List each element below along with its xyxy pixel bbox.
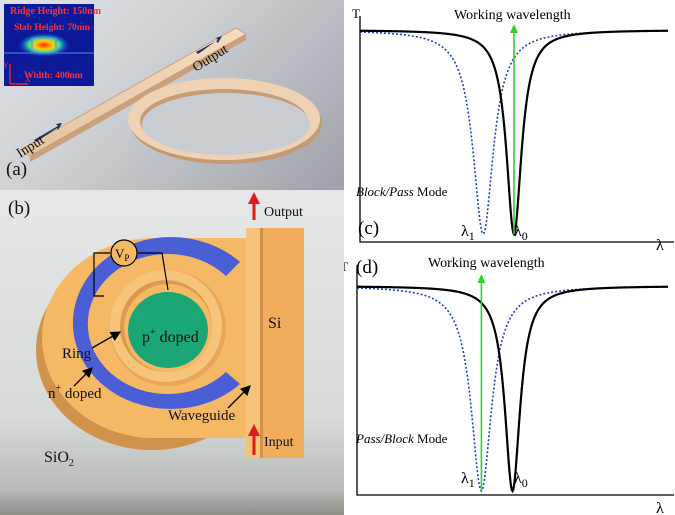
voltage-source: VP xyxy=(93,239,169,297)
bus-waveguide-ridge xyxy=(246,228,262,458)
chart-c-mode-label: Block/Pass Mode xyxy=(356,184,448,199)
inset-slab-height: Slab Height: 70nm xyxy=(14,23,90,33)
chart-d-title: Working wavelength xyxy=(428,256,545,271)
panel-a: Ridge Height: 150nm Slab Height: 70nm Wi… xyxy=(0,0,344,190)
inset-width: Width: 400nm xyxy=(24,71,83,81)
output-direction-arrow xyxy=(196,36,222,54)
chart-d-lambda1-label: λ1 xyxy=(461,470,475,490)
chart-d-panel-label: (d) xyxy=(356,257,378,278)
panel-b-label: (b) xyxy=(8,198,30,219)
chart-c-lambda1-label: λ1 xyxy=(461,223,475,243)
output-label: Output xyxy=(264,205,303,220)
chart-c-y-axis-label: T xyxy=(352,6,360,21)
inset-ridge-height: Ridge Height: 150nm xyxy=(10,6,102,17)
panel-b: VP (b) Output Input Si p+ doped Ring n+ … xyxy=(0,190,344,515)
ring-resonator xyxy=(128,78,322,164)
ring-label: Ring xyxy=(62,346,92,362)
transmission-chart-c: T λ Working wavelength Block/Pass Mode (… xyxy=(352,6,674,254)
chart-c-title: Working wavelength xyxy=(454,8,571,23)
si-label: Si xyxy=(268,315,282,332)
input-direction-arrow xyxy=(34,123,62,142)
chart-d-plot xyxy=(356,265,674,496)
inset-axis-y: Y xyxy=(3,61,9,70)
vp-label: VP xyxy=(115,246,129,263)
n-doped-label: n+ doped xyxy=(48,383,102,402)
bus-waveguide xyxy=(19,27,247,162)
series-original-resonance xyxy=(357,285,668,494)
p-doped-region xyxy=(128,292,208,368)
chart-d-x-axis-label: λ xyxy=(656,500,664,515)
n-doped-region xyxy=(72,237,240,409)
waveguide-label: Waveguide xyxy=(168,408,235,424)
inset-axis-x: X xyxy=(25,75,31,84)
transmission-chart-d: T λ Working wavelength Pass/Block Mode (… xyxy=(344,256,674,515)
chart-c-x-axis-label: λ xyxy=(656,237,664,254)
chart-d-mode-label: Pass/Block Mode xyxy=(355,431,448,446)
chart-c-panel-label: (c) xyxy=(358,218,379,239)
series-shifted-resonance xyxy=(356,286,668,493)
panel-a-illustration: Ridge Height: 150nm Slab Height: 70nm Wi… xyxy=(3,4,322,180)
chart-d-y-axis-label: T xyxy=(344,259,348,274)
panel-b-illustration: VP (b) Output Input Si p+ doped Ring n+ … xyxy=(8,192,304,469)
sio2-label: SiO2 xyxy=(44,449,74,469)
chart-d-lambda0-label: λ0 xyxy=(514,470,528,490)
working-wavelength-arrowhead xyxy=(510,24,518,33)
p-doped-label: p+ doped xyxy=(142,327,199,346)
panel-a-label: (a) xyxy=(6,159,27,180)
chart-axes xyxy=(356,265,674,496)
chart-c-plot xyxy=(359,16,674,243)
chart-axes xyxy=(359,16,674,243)
chart-c-lambda0-label: λ0 xyxy=(514,223,528,243)
mode-profile-inset: Ridge Height: 150nm Slab Height: 70nm Wi… xyxy=(3,4,102,86)
working-wavelength-arrowhead xyxy=(477,274,486,283)
input-label: Input xyxy=(264,435,294,450)
